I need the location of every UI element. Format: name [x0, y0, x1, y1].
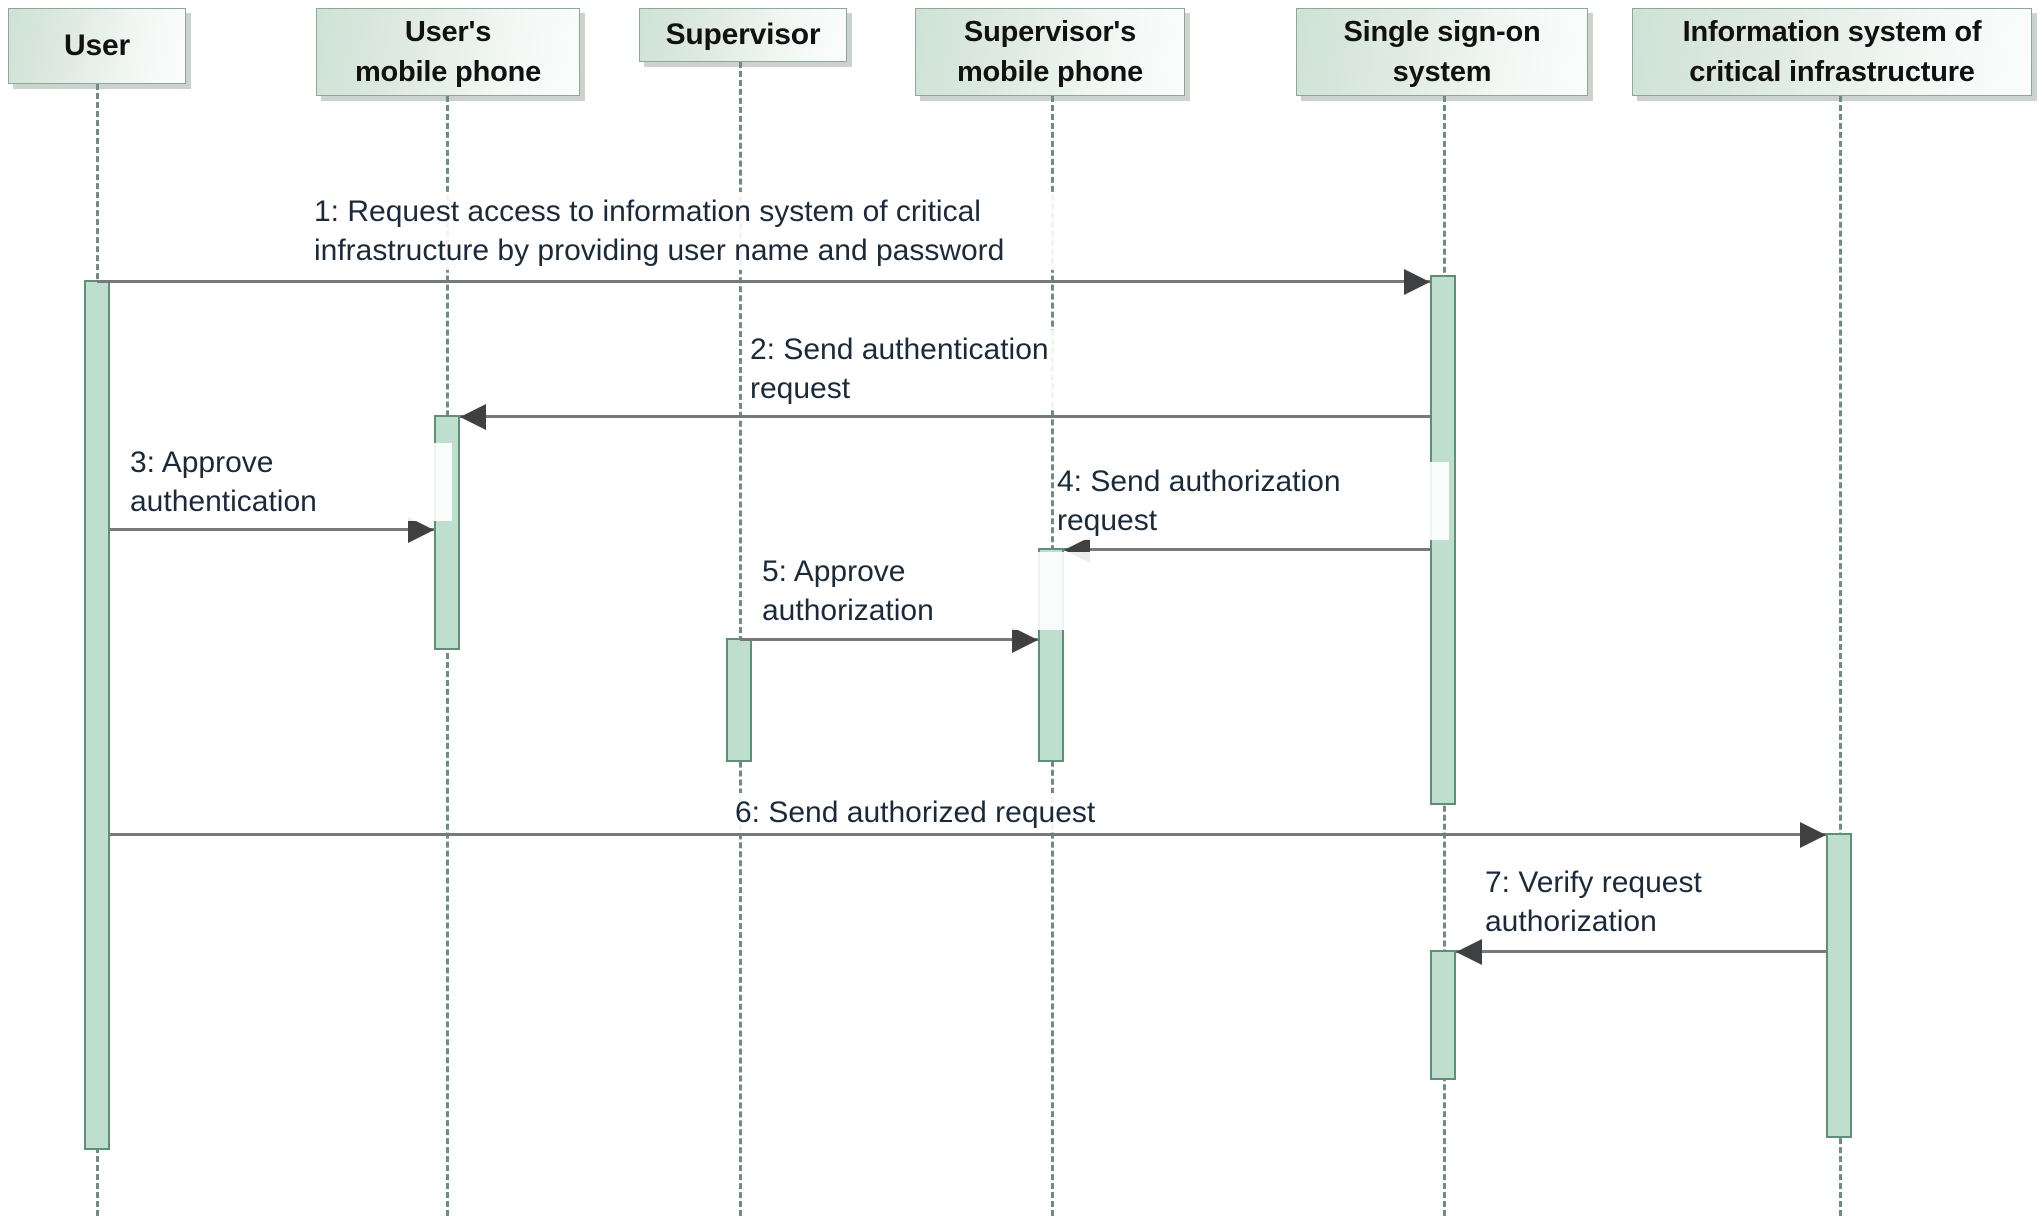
message-line-4[interactable]: [1064, 548, 1430, 551]
arrow-head-right-icon: [408, 517, 434, 543]
lifeline-head-sso[interactable]: Single sign-on system: [1296, 8, 1588, 96]
message-label-7: 7: Verify request authorization: [1483, 863, 1817, 941]
lifeline-head-user[interactable]: User: [8, 8, 186, 84]
activation-bar-critical_is[interactable]: [1826, 833, 1852, 1138]
message-line-2[interactable]: [460, 415, 1430, 418]
arrow-head-right-icon: [1404, 269, 1430, 295]
message-label-2: 2: Send authentication request: [748, 330, 1152, 408]
activation-bar-user[interactable]: [84, 280, 110, 1150]
arrow-head-right-icon: [1012, 627, 1038, 653]
message-label-6: 6: Send authorized request: [733, 793, 1197, 832]
message-line-5[interactable]: [740, 638, 1038, 641]
arrow-head-left-icon: [460, 404, 486, 430]
activation-bar-supervisor[interactable]: [726, 638, 752, 762]
message-label-1: 1: Request access to information system …: [312, 192, 1216, 270]
arrow-head-left-icon: [1456, 939, 1482, 965]
message-line-1[interactable]: [97, 280, 1430, 283]
lifeline-head-supervisor[interactable]: Supervisor: [639, 8, 847, 62]
arrow-head-right-icon: [1800, 822, 1826, 848]
message-label-4: 4: Send authorization request: [1055, 462, 1449, 540]
message-line-3[interactable]: [110, 528, 434, 531]
message-line-6[interactable]: [110, 833, 1826, 836]
message-label-5: 5: Approve authorization: [760, 552, 1094, 630]
lifeline-user_phone: [446, 96, 449, 1216]
lifeline-head-user_phone[interactable]: User's mobile phone: [316, 8, 580, 96]
activation-bar-sso[interactable]: [1430, 950, 1456, 1080]
lifeline-critical_is: [1839, 96, 1842, 1216]
message-label-3: 3: Approve authentication: [128, 443, 452, 521]
activation-bar-sso[interactable]: [1430, 275, 1456, 805]
lifeline-head-sup_phone[interactable]: Supervisor's mobile phone: [915, 8, 1185, 96]
lifeline-head-critical_is[interactable]: Information system of critical infrastru…: [1632, 8, 2032, 96]
message-line-7[interactable]: [1456, 950, 1826, 953]
